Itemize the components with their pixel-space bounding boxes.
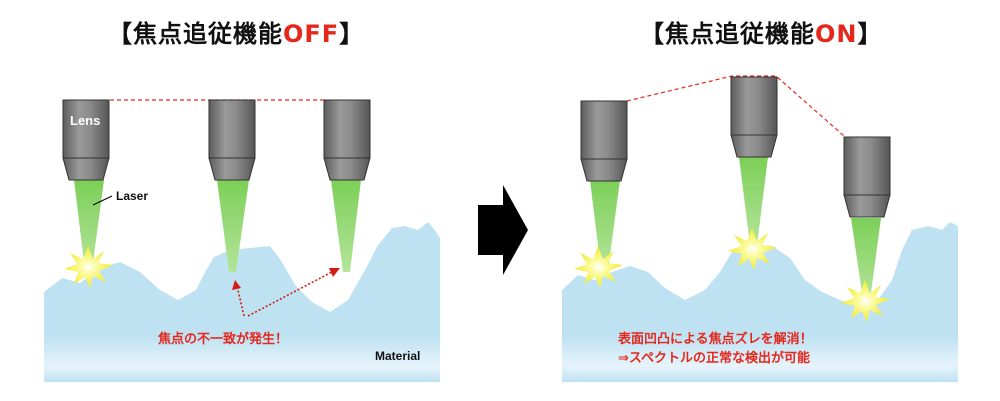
title-focus-tracking-on: 【焦点追従機能ON】 xyxy=(640,14,883,49)
lens xyxy=(843,136,891,218)
laser-beam xyxy=(217,180,249,272)
laser-beam xyxy=(590,180,620,270)
laser-beam xyxy=(739,157,768,245)
mismatch-pointer xyxy=(236,285,245,317)
dashed-line-on xyxy=(626,75,845,137)
material-surface-right xyxy=(562,222,958,382)
bracket-close: 】 xyxy=(339,20,365,48)
bracket-open: 【 xyxy=(108,20,133,48)
title-main-text: 焦点追従機能 xyxy=(133,20,283,48)
laser-beam xyxy=(74,180,104,270)
bracket-open: 【 xyxy=(640,20,665,48)
title-off-highlight: OFF xyxy=(283,20,340,48)
laser-beam xyxy=(851,218,881,300)
lens xyxy=(62,99,110,181)
lens xyxy=(323,99,371,181)
title-focus-tracking-off: 【焦点追従機能OFF】 xyxy=(108,14,364,49)
lens-label: Lens xyxy=(70,113,100,128)
laser-label: Laser xyxy=(116,189,148,203)
lens xyxy=(580,100,628,182)
caption-normal-detection: ⇒スペクトルの正常な検出が可能 xyxy=(618,350,810,366)
caption-focus-mismatch: 焦点の不一致が発生！ xyxy=(157,331,288,347)
bracket-close: 】 xyxy=(857,20,883,48)
title-on-highlight: ON xyxy=(815,20,858,48)
laser-beam xyxy=(331,180,361,272)
laser-pointer-line xyxy=(92,195,113,206)
title-main-text: 焦点追従機能 xyxy=(665,20,815,48)
material-label: Material xyxy=(375,349,420,363)
material-surface-left xyxy=(44,222,440,382)
caption-focus-corrected: 表面凹凸による焦点ズレを解消！ xyxy=(617,331,813,347)
right-arrow-icon xyxy=(478,185,528,275)
lens xyxy=(730,76,778,158)
lens xyxy=(208,99,256,181)
